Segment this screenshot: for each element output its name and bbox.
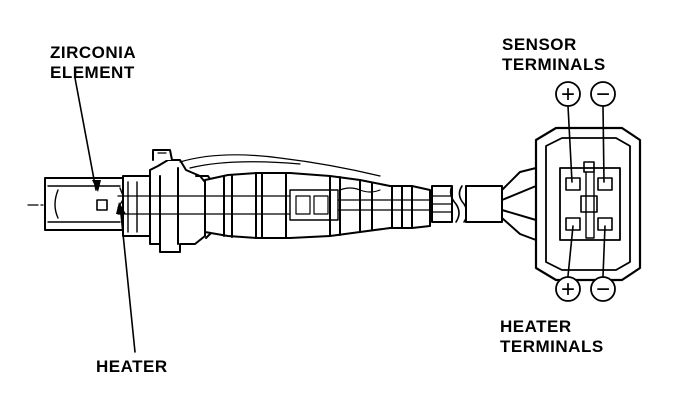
heater-terminals-label-line1: HEATER xyxy=(500,317,572,336)
sensor-negative-symbol xyxy=(590,81,616,107)
heater-positive-symbol xyxy=(555,276,581,302)
sensor-negative-glyph: − xyxy=(596,81,610,108)
sensor-positive-glyph: + xyxy=(561,81,575,108)
heater-positive-glyph: + xyxy=(561,276,575,303)
heater-label: HEATER xyxy=(96,357,168,376)
heater-leader xyxy=(120,213,136,353)
sensor-terminals-label-line1: SENSOR xyxy=(502,35,577,54)
connector-housing xyxy=(534,126,642,282)
heater-terminals-label-line2: TERMINALS xyxy=(500,337,604,356)
arrowheads xyxy=(92,180,126,214)
heater-pos-leader xyxy=(567,225,574,277)
heater-neg-leader xyxy=(602,225,606,277)
heater-negative-glyph: − xyxy=(596,276,610,303)
zirconia-element-label-line1: ZIRCONIA xyxy=(50,43,137,62)
sensor-shell xyxy=(117,154,431,239)
sensor-neg-leader xyxy=(602,105,605,183)
sensor-positive-symbol xyxy=(555,81,581,107)
zirconia-leader xyxy=(74,77,97,191)
sensor-cable xyxy=(431,167,537,241)
sensor-terminals-label-line2: TERMINALS xyxy=(502,55,606,74)
terminal-circles xyxy=(555,81,616,302)
sensor-pos-leader xyxy=(567,105,573,183)
sensor-hex-body xyxy=(122,149,213,253)
heater-negative-symbol xyxy=(590,276,616,302)
zirconia-element-label-line2: ELEMENT xyxy=(50,63,135,82)
probe-tip xyxy=(44,177,125,231)
leader-lines xyxy=(74,77,606,353)
